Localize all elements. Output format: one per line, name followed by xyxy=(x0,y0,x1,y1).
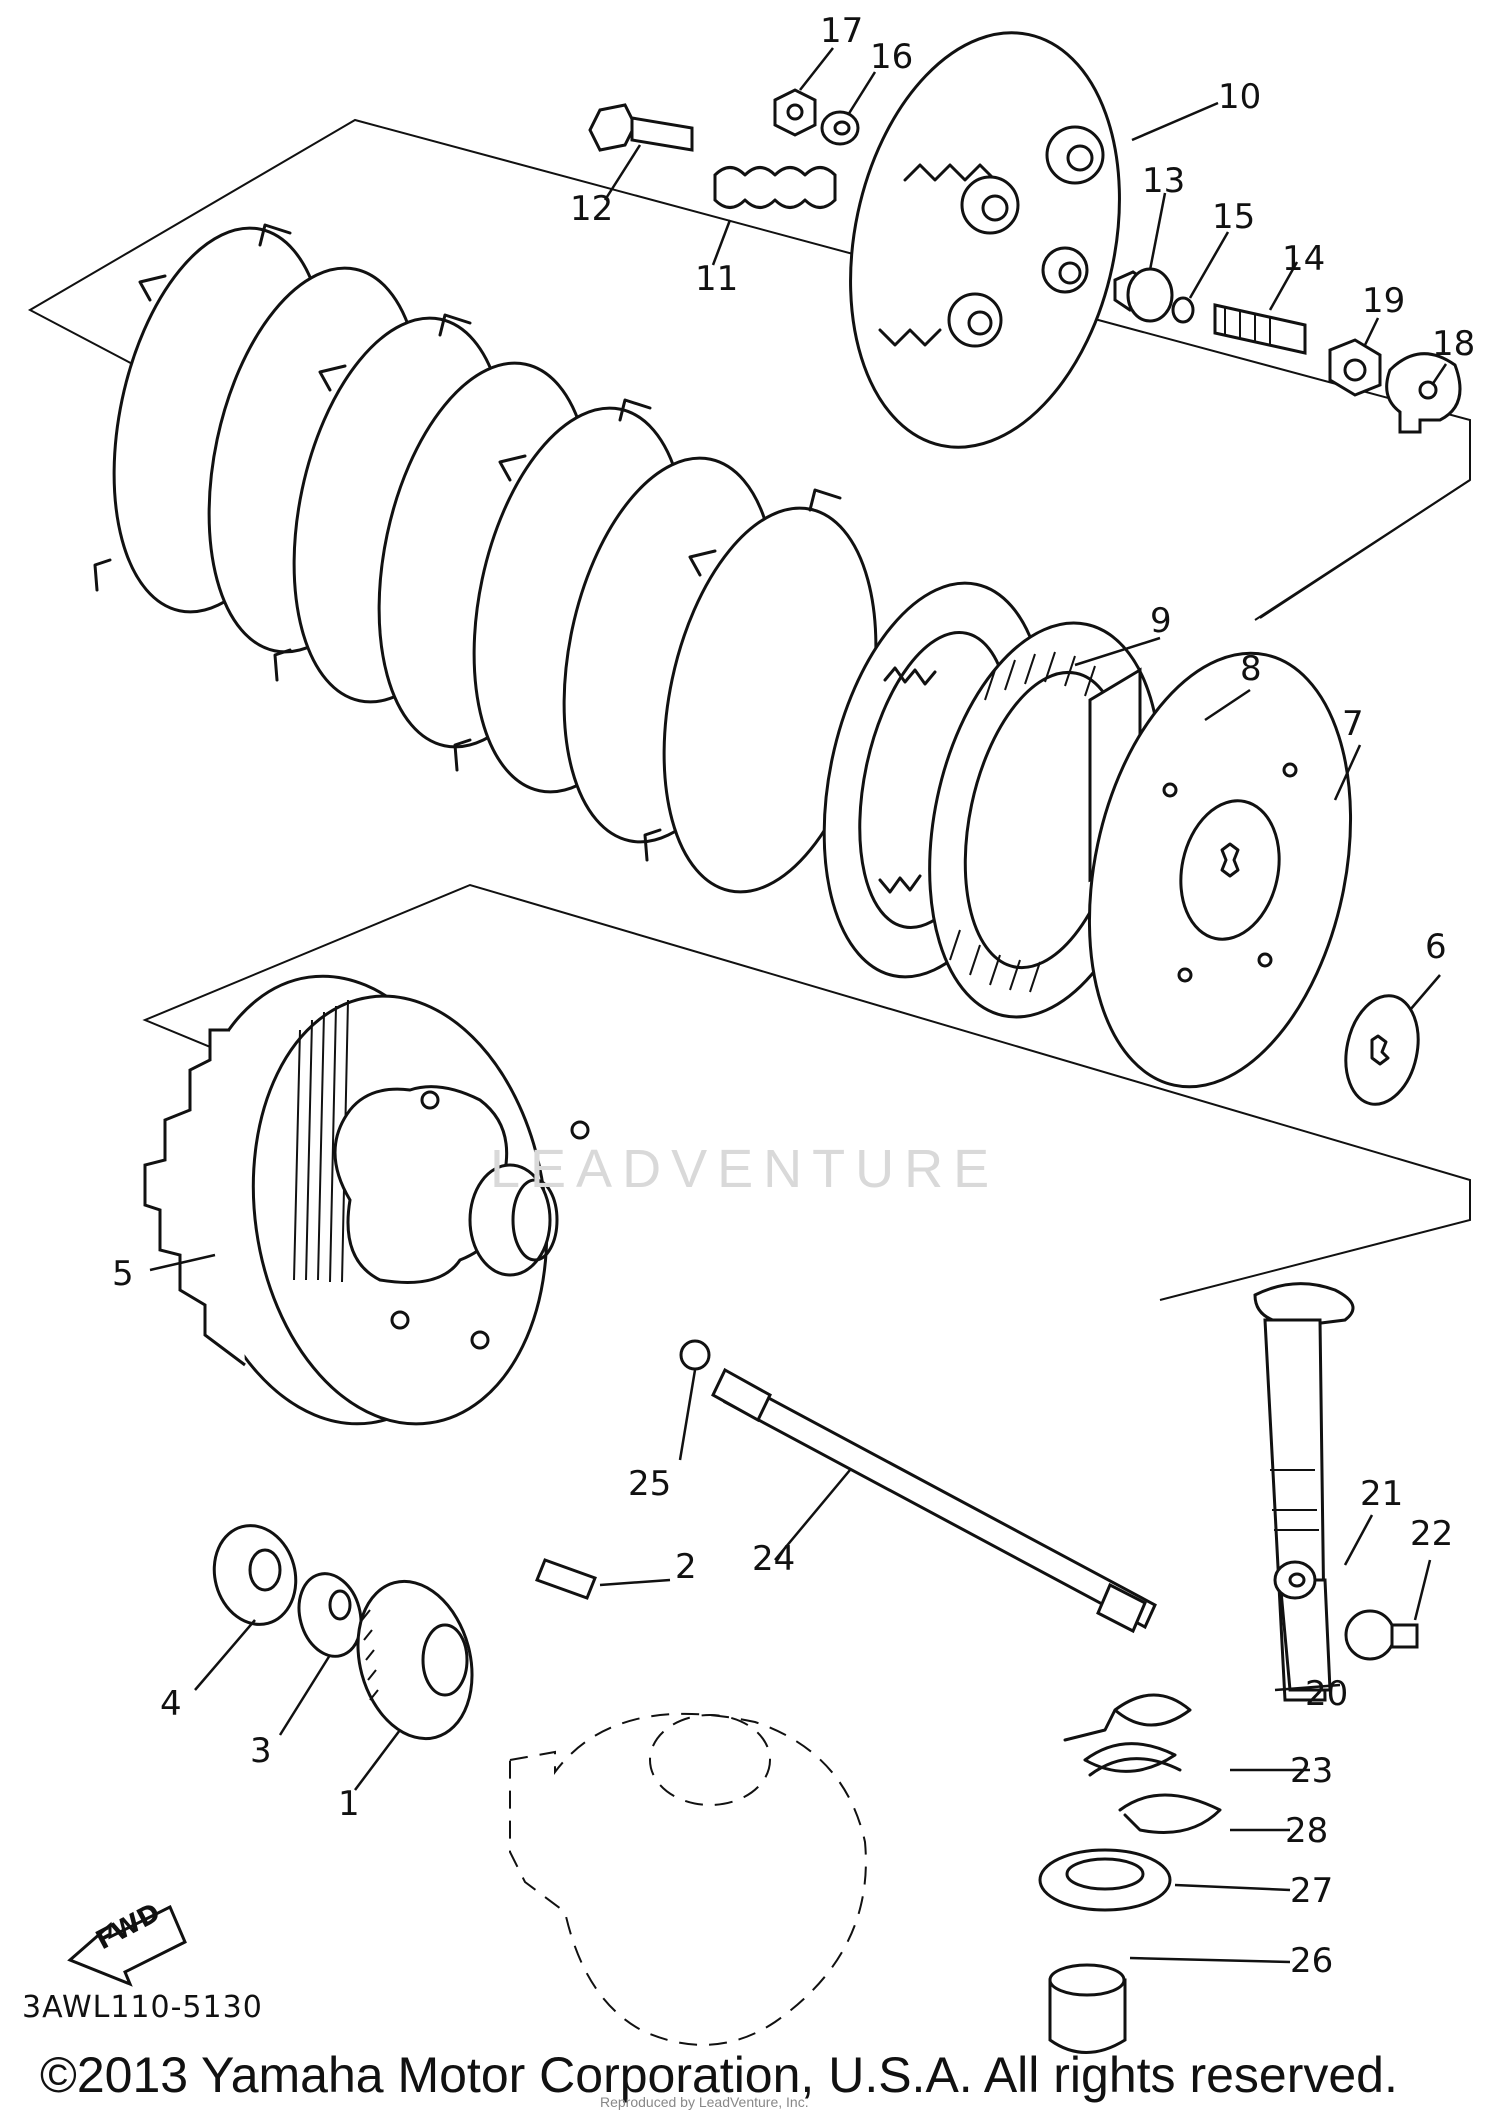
push-rod-24 xyxy=(711,1367,1157,1634)
nut-17 xyxy=(773,88,817,137)
part-label-15: 15 xyxy=(1212,197,1255,237)
part-label-7: 7 xyxy=(1342,704,1364,744)
part-label-22: 22 xyxy=(1410,1514,1453,1554)
fwd-arrow-icon: FWD xyxy=(67,1898,187,1987)
part-label-2: 2 xyxy=(675,1547,697,1587)
part-label-21: 21 xyxy=(1360,1474,1403,1514)
kick-shaft-20 xyxy=(1253,1282,1355,1702)
ball-25 xyxy=(679,1339,711,1371)
washer-4 xyxy=(212,1524,298,1626)
lock-plate-18 xyxy=(1385,352,1462,434)
spring-11 xyxy=(713,166,837,209)
part-label-10: 10 xyxy=(1218,77,1261,117)
part-label-11: 11 xyxy=(695,259,738,299)
washer-13 xyxy=(1113,267,1174,323)
reproduced-note: Reproduced by LeadVenture, Inc. xyxy=(600,2094,809,2110)
part-label-18: 18 xyxy=(1432,324,1475,364)
part-label-4: 4 xyxy=(160,1684,182,1724)
o-ring-15 xyxy=(1171,296,1195,324)
bolt-12 xyxy=(588,103,694,152)
key-2 xyxy=(535,1558,597,1600)
clutch-housing-5 xyxy=(143,974,590,1426)
part-label-24: 24 xyxy=(752,1539,795,1579)
washer-6 xyxy=(1344,994,1420,1106)
adjuster-14 xyxy=(1213,303,1307,355)
part-label-3: 3 xyxy=(250,1731,272,1771)
part-label-13: 13 xyxy=(1142,161,1185,201)
diagram-code: 3AWL110-5130 xyxy=(22,1990,263,2025)
lock-washer-3 xyxy=(297,1572,363,1658)
circlip-28 xyxy=(1118,1793,1222,1834)
part-label-1: 1 xyxy=(338,1784,360,1824)
crankshaft-phantom xyxy=(509,1712,867,2046)
bushing-26 xyxy=(1048,1963,1127,2054)
pressure-plate-7 xyxy=(1087,651,1353,1089)
lower-group-box xyxy=(142,883,1471,1301)
leader-lines xyxy=(149,47,1448,1964)
part-label-6: 6 xyxy=(1425,927,1447,967)
primary-drive-gear-1 xyxy=(356,1579,474,1741)
part-label-19: 19 xyxy=(1362,281,1405,321)
bushing-27 xyxy=(1038,1848,1172,1912)
washer-16 xyxy=(820,110,860,146)
copyright-notice: ©2013 Yamaha Motor Corporation, U.S.A. A… xyxy=(40,2047,1398,2103)
clutch-plates-stack xyxy=(93,223,878,894)
part-label-25: 25 xyxy=(628,1464,671,1504)
bolt-22 xyxy=(1344,1609,1419,1661)
part-label-27: 27 xyxy=(1290,1871,1333,1911)
part-label-20: 20 xyxy=(1305,1674,1348,1714)
nut-19 xyxy=(1328,338,1382,397)
part-label-28: 28 xyxy=(1285,1811,1328,1851)
part-label-12: 12 xyxy=(570,189,613,229)
part-label-17: 17 xyxy=(820,11,863,51)
watermark: LEADVENTURE xyxy=(490,1139,1000,1199)
part-label-5: 5 xyxy=(112,1254,134,1294)
part-label-16: 16 xyxy=(870,37,913,77)
pressure-plate-10 xyxy=(849,31,1121,449)
torsion-spring-23 xyxy=(1063,1693,1192,1777)
part-label-14: 14 xyxy=(1282,239,1325,279)
part-labels: 17 16 10 12 11 13 15 14 19 18 9 8 7 6 5 … xyxy=(112,11,1475,1981)
part-label-8: 8 xyxy=(1240,649,1262,689)
part-label-9: 9 xyxy=(1150,601,1172,641)
part-label-23: 23 xyxy=(1290,1751,1333,1791)
washer-21 xyxy=(1273,1560,1317,1600)
part-label-26: 26 xyxy=(1290,1941,1333,1981)
